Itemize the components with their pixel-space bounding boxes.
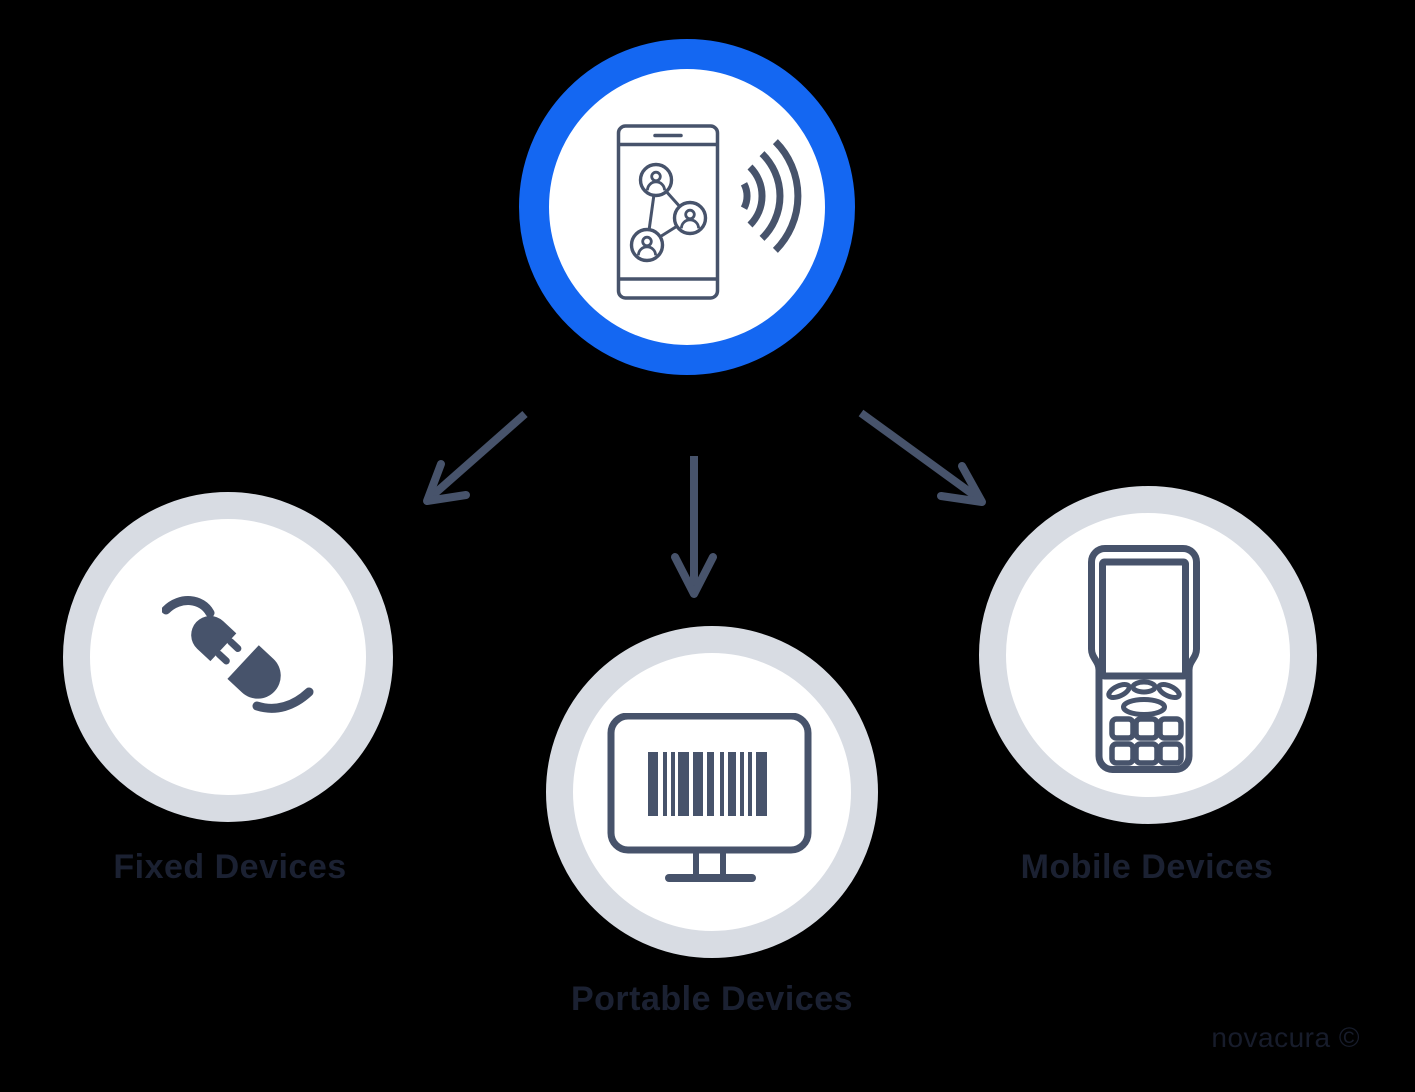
node-label-portable: Portable Devices [570, 980, 854, 1018]
wifi-waves-icon [740, 139, 802, 253]
watermark: novacura © [1211, 1022, 1360, 1053]
smartphone-share-signal-icon [616, 124, 802, 300]
monitor-barcode-icon [607, 713, 812, 882]
disconnected-plug-icon [162, 596, 314, 713]
node-label-mobile: Mobile Devices [1020, 848, 1274, 886]
smartphone-outline [616, 124, 720, 300]
arrow-to-portable [671, 456, 717, 598]
handheld-terminal-icon [1088, 545, 1200, 773]
arrow-to-mobile [858, 409, 986, 506]
barcode [648, 752, 767, 816]
share-network-icon [629, 162, 708, 263]
node-label-fixed: Fixed Devices [113, 848, 347, 886]
arrow-to-fixed [423, 410, 528, 505]
keypad [1109, 716, 1184, 766]
